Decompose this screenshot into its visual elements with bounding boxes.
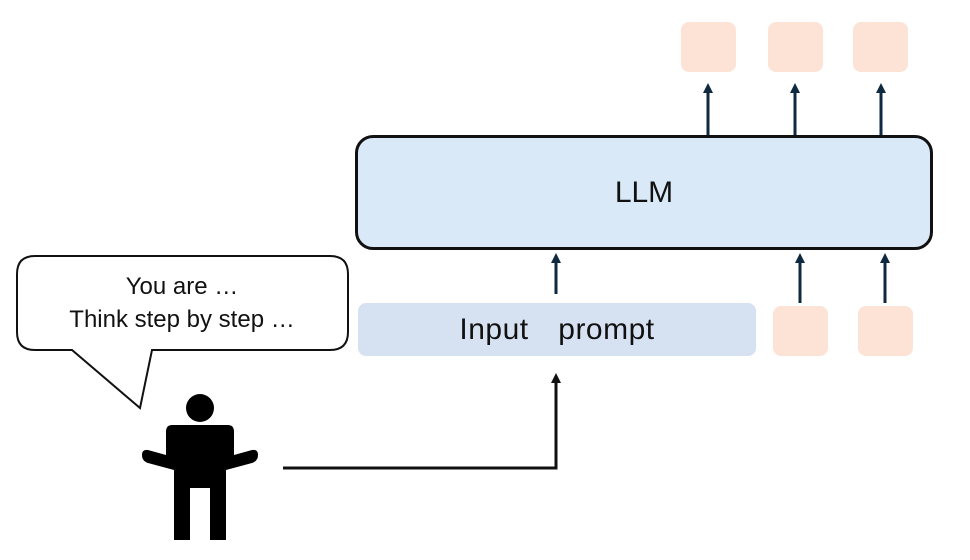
output-token (681, 22, 736, 72)
input-token (858, 306, 913, 356)
speech-line-role: You are … (125, 273, 239, 300)
llm-block: LLM (355, 135, 933, 250)
llm-label: LLM (614, 175, 674, 209)
output-token (768, 22, 823, 72)
input-token (773, 306, 828, 356)
speech-bubble (16, 255, 349, 410)
input-prompt-label: Input prompt (459, 312, 655, 346)
output-token (853, 22, 908, 72)
speech-line-cot: Think step by step … (69, 306, 295, 333)
input-prompt-block: Input prompt (358, 303, 756, 356)
speech-bubble-text: You are … Think step by step … (22, 270, 342, 336)
user-to-prompt-arrow (283, 373, 561, 470)
person-icon (142, 394, 258, 540)
